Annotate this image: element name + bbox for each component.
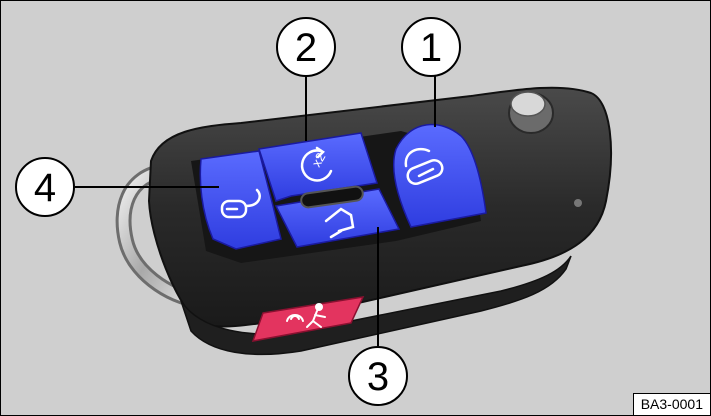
sliding-door-double-press-button[interactable]: x2 (258, 132, 378, 202)
lock-icon (404, 147, 444, 185)
callout-4: 4 (15, 157, 75, 217)
panic-button[interactable] (251, 296, 365, 342)
key-loop (115, 163, 209, 309)
key-release-knob (508, 91, 554, 134)
sliding-door-icon (324, 207, 355, 239)
callout-number-1: 1 (420, 26, 442, 70)
callout-number-4: 4 (34, 166, 56, 210)
callout-3: 3 (348, 346, 408, 406)
lock-button[interactable] (392, 123, 487, 228)
callout-number-3: 3 (367, 355, 389, 399)
callout-2: 2 (276, 17, 336, 77)
unlock-button[interactable] (199, 150, 282, 250)
double-press-rotate-icon: x2 (300, 146, 333, 182)
svg-text:x2: x2 (309, 150, 329, 169)
figure-reference-code: BA3-0001 (632, 393, 710, 415)
callout-1: 1 (401, 17, 461, 77)
unlock-icon (220, 188, 261, 219)
led-indicator (300, 185, 364, 209)
panic-alarm-icon (286, 303, 326, 328)
callout-number-2: 2 (295, 26, 317, 70)
indicator-dot (574, 199, 582, 207)
